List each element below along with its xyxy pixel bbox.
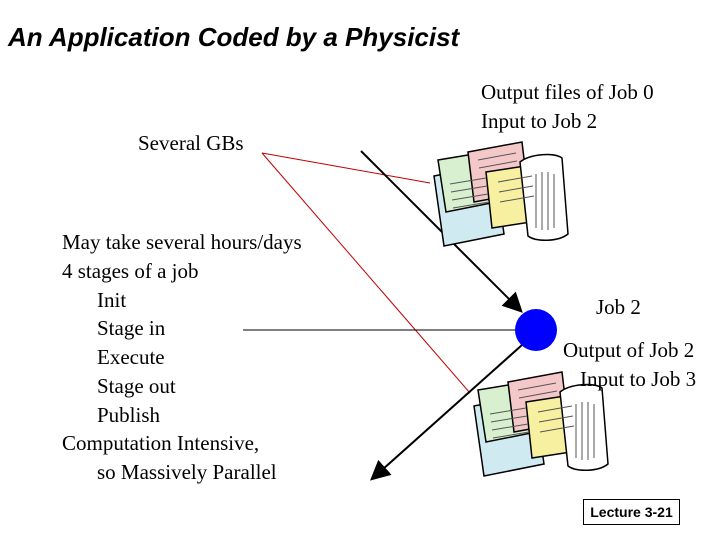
output-files-job0-label: Output files of Job 0 — [481, 80, 654, 104]
document-stack-icon — [473, 371, 609, 477]
input-job2-label: Input to Job 2 — [481, 109, 598, 133]
lecture-number-box: Lecture 3-21 — [583, 499, 680, 525]
note-line: 4 stages of a job — [62, 259, 199, 283]
note-line: so Massively Parallel — [97, 460, 277, 484]
slide-title: An Application Coded by a Physicist — [8, 22, 460, 52]
note-line: May take several hours/days — [62, 230, 302, 254]
pointer-line-input — [261, 152, 431, 184]
job-label: Job 2 — [596, 295, 641, 319]
job-node — [515, 309, 557, 351]
stage-in: Stage in — [97, 316, 166, 340]
stage-execute: Execute — [97, 345, 165, 369]
stage-publish: Publish — [97, 403, 161, 427]
output-job2-label: Output of Job 2 — [563, 338, 695, 362]
input-arrow — [360, 150, 523, 313]
stage-out: Stage out — [97, 374, 176, 398]
size-label: Several GBs — [138, 131, 244, 155]
input-job3-label: Input to Job 3 — [580, 367, 697, 391]
output-arrow — [370, 344, 523, 481]
pointer-line-output — [261, 152, 471, 394]
document-stack-icon — [433, 141, 569, 247]
stage-init: Init — [97, 288, 127, 312]
note-line: Computation Intensive, — [62, 431, 260, 455]
